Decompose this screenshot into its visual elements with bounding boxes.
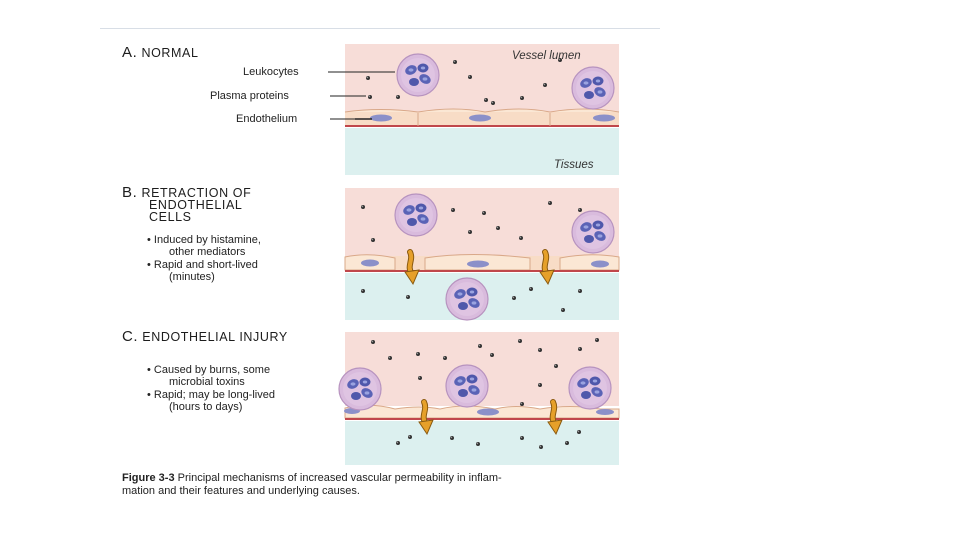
- panel-a-illustration: Vessel lumen Tissues: [328, 44, 619, 175]
- label-vessel-lumen: Vessel lumen: [512, 50, 581, 62]
- panel-c-illustration: [339, 332, 619, 465]
- panel-b-illustration: [345, 188, 619, 320]
- label-tissues: Tissues: [554, 159, 594, 171]
